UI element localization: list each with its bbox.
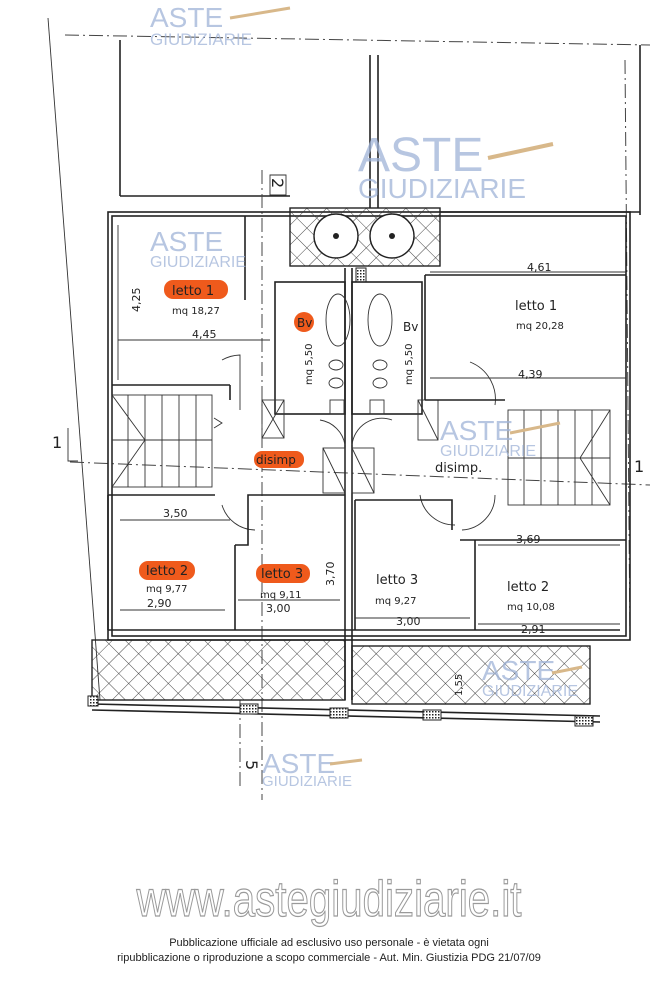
watermark-logo: ASTE GIUDIZIARIE: [150, 226, 246, 271]
svg-text:ASTE: ASTE: [150, 226, 223, 257]
room-area: mq 20,28: [516, 321, 564, 332]
svg-text:GIUDIZIARIE: GIUDIZIARIE: [150, 254, 246, 271]
dimension: 2,90: [147, 597, 172, 610]
svg-text:ASTE: ASTE: [262, 748, 335, 779]
svg-text:ASTE: ASTE: [358, 129, 483, 182]
watermarks: ASTE GIUDIZIARIE ASTE GIUDIZIARIE ASTE G…: [150, 2, 583, 790]
svg-text:GIUDIZIARIE: GIUDIZIARIE: [482, 683, 578, 700]
building-walls: [107, 207, 631, 700]
highlight-letto1-left: [164, 280, 228, 299]
dimension: 4,39: [518, 368, 543, 381]
room-name: Bv: [297, 316, 312, 330]
svg-text:GIUDIZIARIE: GIUDIZIARIE: [262, 773, 352, 790]
svg-text:GIUDIZIARIE: GIUDIZIARIE: [440, 443, 536, 460]
room-area: mq 9,27: [375, 596, 417, 607]
axis-label: 1: [634, 457, 644, 476]
axis-label: 5: [242, 760, 261, 770]
watermark-logo: ASTE GIUDIZIARIE: [262, 748, 363, 790]
room-area: mq 9,11: [260, 590, 302, 601]
room-name: Bv: [403, 320, 418, 334]
room-name: letto 2: [146, 564, 188, 579]
dimension: 2,91: [521, 623, 546, 636]
room-labels: letto 1 mq 18,27 4,25 4,45 Bv mq 5,50 Bv…: [52, 178, 644, 770]
svg-text:GIUDIZIARIE: GIUDIZIARIE: [358, 173, 526, 204]
room-name: disimp.: [435, 461, 482, 476]
svg-text:ASTE: ASTE: [440, 415, 513, 446]
footer-notice-line1: Pubblicazione ufficiale ad esclusivo uso…: [169, 937, 489, 949]
room-name: letto 2: [507, 580, 549, 595]
highlight-disimp-left: [254, 451, 304, 468]
watermark-logo: ASTE GIUDIZIARIE: [482, 655, 583, 700]
footer-site-watermark: www.astegiudiziarie.it: [136, 871, 522, 927]
dimension: 3,00: [396, 615, 421, 628]
dimension: 4,45: [192, 328, 217, 341]
room-name: letto 3: [261, 567, 303, 582]
room-area: mq 5,50: [404, 343, 415, 385]
dimension: 1,55: [454, 674, 465, 696]
room-name: letto 1: [172, 284, 214, 299]
watermark-logo: ASTE GIUDIZIARIE: [358, 129, 554, 204]
dimension: 4,25: [130, 288, 143, 313]
site-lines: [47, 17, 651, 800]
watermark-logo: ASTE GIUDIZIARIE: [150, 2, 291, 49]
room-area: mq 5,50: [304, 343, 315, 385]
dimension: 3,69: [516, 533, 541, 546]
dimension: 3,50: [163, 507, 188, 520]
highlight-letto2-left: [139, 561, 195, 580]
room-area: mq 10,08: [507, 602, 555, 613]
dimension: 3,00: [266, 602, 291, 615]
room-name: letto 1: [515, 299, 557, 314]
svg-text:GIUDIZIARIE: GIUDIZIARIE: [150, 30, 252, 49]
axis-label: 2: [268, 178, 287, 188]
dimension: 4,61: [527, 261, 552, 274]
highlight-letto3-left: [256, 564, 310, 583]
svg-text:ASTE: ASTE: [150, 2, 223, 33]
dimension: 3,70: [324, 562, 337, 587]
axis-label: 1: [52, 433, 62, 452]
room-name: disimp: [256, 453, 296, 467]
terrace-hatch: [87, 639, 601, 727]
room-area: mq 9,77: [146, 584, 188, 595]
footer-notice-line2: ripubblicazione o riproduzione a scopo c…: [117, 952, 541, 964]
watermark-logo: ASTE GIUDIZIARIE: [440, 415, 561, 460]
room-name: letto 3: [376, 573, 418, 588]
room-area: mq 18,27: [172, 306, 220, 317]
highlight-bv-left: [294, 312, 314, 332]
svg-text:ASTE: ASTE: [482, 655, 555, 686]
